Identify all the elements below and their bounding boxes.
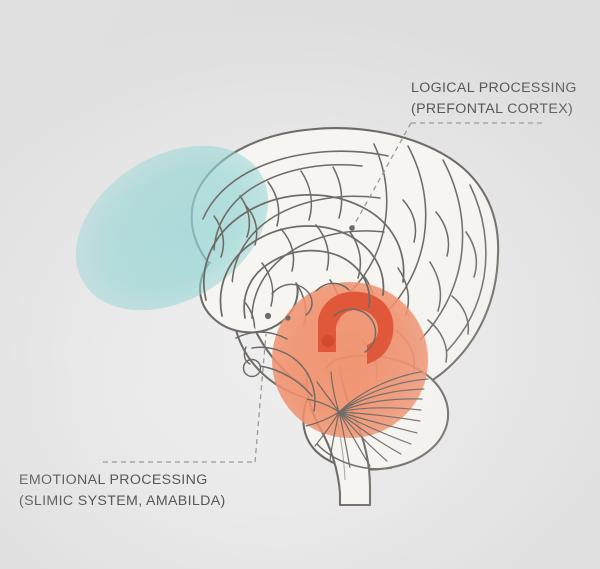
fornix-curl [271,283,313,316]
label-logical-processing: LOGICAL PROCESSING (PREFONTAL CORTEX) [411,78,577,120]
label-logical-line2: (PREFONTAL CORTEX) [411,101,574,117]
label-emotional-line2: (SLIMIC SYSTEM, AMABILDA) [19,493,226,509]
septum-curl [315,282,350,292]
limbic-core-hook [318,291,394,364]
cerebellum-striations [305,369,435,469]
leader-endpoint-dot [349,225,355,231]
landmark-dot-b [285,315,291,321]
optic-chiasm [259,365,313,397]
corpus-callosum-inner [243,249,371,319]
label-emotional-line1: EMOTIONAL PROCESSING [19,472,208,488]
pituitary-gland [242,358,262,378]
label-emotional-processing: EMOTIONAL PROCESSING (SLIMIC SYSTEM, AMA… [19,470,226,512]
cingulate-gyrus [203,194,405,301]
thalamus-arc [333,308,377,353]
leader-line-emotional-diagonal [254,333,267,463]
cerebellum-base-edge [316,443,393,470]
label-logical-line1: LOGICAL PROCESSING [411,80,577,96]
leader-line-logical-diagonal [352,122,412,228]
corpus-callosum-outer [219,225,385,317]
landmark-dot-a [264,312,272,320]
midbrain-arc [235,331,288,340]
hypothalamus-arc [251,346,316,412]
pituitary-stalk [243,346,251,365]
